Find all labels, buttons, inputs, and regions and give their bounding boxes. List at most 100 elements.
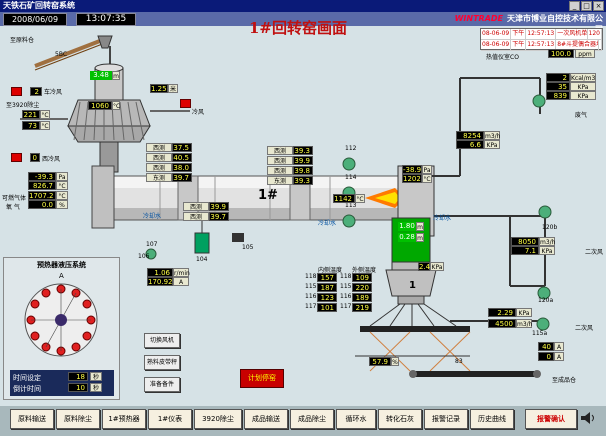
page-title: 1#回转窑画面	[248, 19, 347, 37]
cooler-level-2: 0.28	[398, 233, 416, 242]
temp-value: 39.8	[293, 166, 313, 175]
cooler-level-1-unit: m	[416, 222, 424, 231]
combustible-gas-label: 可燃气体	[2, 195, 27, 202]
fan-114-label: 114	[345, 174, 357, 181]
inner-temp-label: 内侧温度	[318, 267, 343, 274]
brand-logo: WINTRADE	[454, 14, 503, 23]
dust-label: 车冷风	[44, 89, 63, 96]
alarm-time: 12:57:13	[527, 40, 557, 50]
nav-preheater[interactable]: 1#预热器	[102, 409, 146, 429]
nav-alarm-records[interactable]: 报警记录	[424, 409, 468, 429]
nav-history-curves[interactable]: 历史曲线	[470, 409, 514, 429]
alarm-message: 一次风机单立运转	[557, 29, 588, 39]
nav-3920-dust[interactable]: 3920除尘	[194, 409, 242, 429]
motor-107-label: 107	[146, 241, 158, 248]
time-display: 13:07:35	[76, 13, 136, 26]
temp-value: 40.5	[172, 153, 192, 162]
belt-speed-unit: %	[391, 357, 399, 366]
temp-value: 39.3	[293, 176, 313, 185]
kiln-inlet-pressure-unit: Pa	[56, 172, 68, 181]
temp-id: 118	[305, 273, 317, 280]
inner-temp-value: 101	[317, 303, 337, 312]
dust-value: 2	[30, 87, 42, 96]
spare-parts-button[interactable]: 准备备件	[144, 377, 180, 392]
temp-side-label: 西测	[146, 163, 172, 172]
co-value: 100.0	[548, 49, 574, 58]
switch-fan-button[interactable]: 切换风机	[144, 333, 180, 348]
inner-temp-value: 123	[317, 293, 337, 302]
hood-temp-unit: °C	[422, 174, 432, 183]
combustible-gas-unit: °C	[56, 191, 68, 200]
cooling-water-label: 冷却水	[318, 220, 337, 227]
set-time-unit: 秒	[90, 372, 102, 381]
feed-label: 至原料仓	[10, 37, 35, 44]
valve-indicator	[11, 153, 22, 162]
countdown-unit: 秒	[90, 383, 102, 392]
alarm-row[interactable]: 08-06-09 下午 12:57:13 一次风机单立运转 120	[481, 29, 602, 40]
current-0-unit: A	[554, 352, 564, 361]
motor-106-label: 106	[138, 253, 150, 260]
date-display: 2008/06/09	[3, 13, 67, 26]
cooler-number: 1	[409, 280, 416, 291]
cooling-water-label: 冷却水	[143, 213, 162, 220]
nav-raw-material-dust[interactable]: 原料除尘	[56, 409, 100, 429]
co-unit: ppm	[575, 49, 595, 58]
temp-side-label: 西测	[146, 153, 172, 162]
close-button[interactable]: ×	[593, 1, 604, 11]
temp-id: 116	[305, 293, 317, 300]
maximize-button[interactable]: □	[581, 1, 592, 11]
kiln-inlet-temp: 826.7	[28, 181, 56, 190]
fan-115a-label: 115a	[532, 330, 548, 337]
alarm-row[interactable]: 08-06-09 下午 12:57:13 8#斗提偶合器坏	[481, 40, 602, 51]
exhaust-unit-3: KPa	[570, 91, 596, 100]
alarm-code	[599, 40, 602, 50]
motor-speed-unit: r/min	[173, 268, 190, 277]
nav-circulating-water[interactable]: 循环水	[336, 409, 376, 429]
outer-temp-label: 外侧温度	[352, 267, 377, 274]
fan-112-label: 112	[345, 145, 357, 152]
kiln-stop-status-button[interactable]: 计划停窑	[240, 369, 284, 388]
nav-product-dust[interactable]: 成品除尘	[290, 409, 334, 429]
company-brand: WINTRADE天津市博业自控技术有限公司	[453, 13, 603, 34]
fan120-flow: 8050	[511, 237, 539, 246]
nav-converted-lime[interactable]: 转化石灰	[378, 409, 422, 429]
set-time-value[interactable]: 18	[68, 372, 88, 381]
exhaust-value-3: 839	[546, 91, 570, 100]
minimize-button[interactable]: _	[569, 1, 580, 11]
speaker-icon[interactable]	[579, 410, 597, 426]
temp-value: 39.7	[209, 212, 229, 221]
nav-raw-material-conveying[interactable]: 原料输送	[10, 409, 54, 429]
temp-id: 115	[305, 283, 317, 290]
nav-product-conveying[interactable]: 成品输送	[244, 409, 288, 429]
motor-104-label: 104	[196, 256, 208, 263]
alarm-ampm: 下午	[512, 29, 527, 39]
fan114-pressure-unit: KPa	[484, 140, 500, 149]
alarm-ampm: 下午	[512, 40, 527, 50]
alarm-list[interactable]: 08-06-09 下午 12:57:13 一次风机单立运转 120 08-06-…	[480, 28, 603, 51]
countdown-value: 10	[68, 383, 88, 392]
nav-instruments[interactable]: 1#仪表	[148, 409, 192, 429]
current-0: 0	[538, 352, 554, 361]
hydraulic-dial[interactable]	[17, 280, 105, 360]
fan120-pressure: 7.1	[511, 246, 539, 255]
header-bar	[0, 12, 606, 26]
kiln-inlet-pressure: -39.3	[28, 172, 56, 181]
preheater-temp: 1060	[88, 101, 112, 110]
exhaust-unit-1: Kcal/m3	[570, 73, 596, 82]
alarm-ack-button[interactable]: 报警确认	[525, 409, 577, 429]
level-value: 1.25	[150, 84, 168, 93]
fan-120a-label: 120a	[538, 297, 554, 304]
fan114-pressure: 6.6	[456, 140, 484, 149]
temp-side-label: 东测	[267, 176, 293, 185]
kiln-number: 1#	[258, 188, 278, 203]
app-title: 天铁石矿回转窑系统	[3, 1, 75, 10]
alarm-code: 120	[588, 29, 602, 39]
valve-indicator	[11, 87, 22, 96]
fan-120b-label: 120b	[542, 224, 558, 231]
clinker-scale-button[interactable]: 熟料皮带秤	[144, 355, 180, 370]
temp-side-label: 西测	[146, 143, 172, 152]
